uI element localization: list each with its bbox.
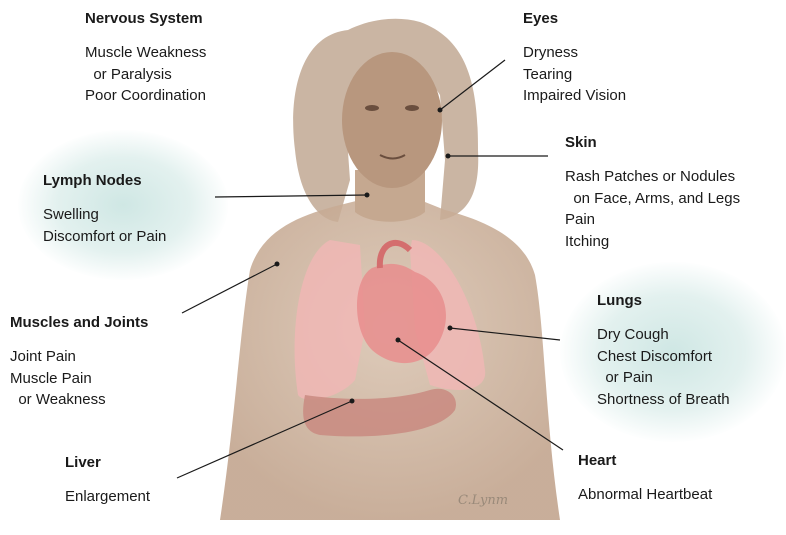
- symptom: Joint Pain: [10, 346, 148, 368]
- symptom: Rash Patches or Nodules: [565, 166, 740, 188]
- callout-lungs: Lungs Dry Cough Chest Discomfort or Pain…: [597, 292, 730, 410]
- symptom: Tearing: [523, 64, 626, 86]
- callout-muscles-joints: Muscles and Joints Joint Pain Muscle Pai…: [10, 314, 148, 411]
- symptom: Enlargement: [65, 486, 150, 508]
- callout-lymph-nodes: Lymph Nodes Swelling Discomfort or Pain: [43, 172, 166, 247]
- callout-title: Skin: [565, 134, 740, 152]
- symptom: Muscle Weakness: [85, 42, 206, 64]
- symptom: Pain: [565, 209, 740, 231]
- callout-title: Heart: [578, 452, 712, 470]
- callout-title: Lymph Nodes: [43, 172, 166, 190]
- symptom: Chest Discomfort: [597, 346, 730, 368]
- callout-nervous-system: Nervous System Muscle Weakness or Paraly…: [85, 10, 206, 107]
- artist-signature: C.Lynm: [458, 493, 508, 508]
- callout-title: Lungs: [597, 292, 730, 310]
- symptom: Shortness of Breath: [597, 389, 730, 411]
- symptom: or Weakness: [10, 389, 148, 411]
- callout-eyes: Eyes Dryness Tearing Impaired Vision: [523, 10, 626, 107]
- callout-liver: Liver Enlargement: [65, 454, 150, 508]
- symptom: Discomfort or Pain: [43, 226, 166, 248]
- symptom: Swelling: [43, 204, 166, 226]
- symptom: Poor Coordination: [85, 85, 206, 107]
- callout-skin: Skin Rash Patches or Nodules on Face, Ar…: [565, 134, 740, 252]
- callout-title: Muscles and Joints: [10, 314, 148, 332]
- symptom: or Pain: [597, 367, 730, 389]
- symptom: Abnormal Heartbeat: [578, 484, 712, 506]
- symptom: on Face, Arms, and Legs: [565, 188, 740, 210]
- symptom: Itching: [565, 231, 740, 253]
- face: [342, 52, 442, 188]
- callout-title: Liver: [65, 454, 150, 472]
- callout-title: Nervous System: [85, 10, 206, 28]
- symptom: or Paralysis: [85, 64, 206, 86]
- callout-heart: Heart Abnormal Heartbeat: [578, 452, 712, 506]
- symptom: Muscle Pain: [10, 368, 148, 390]
- symptom: Dry Cough: [597, 324, 730, 346]
- symptom: Dryness: [523, 42, 626, 64]
- callout-title: Eyes: [523, 10, 626, 28]
- symptom: Impaired Vision: [523, 85, 626, 107]
